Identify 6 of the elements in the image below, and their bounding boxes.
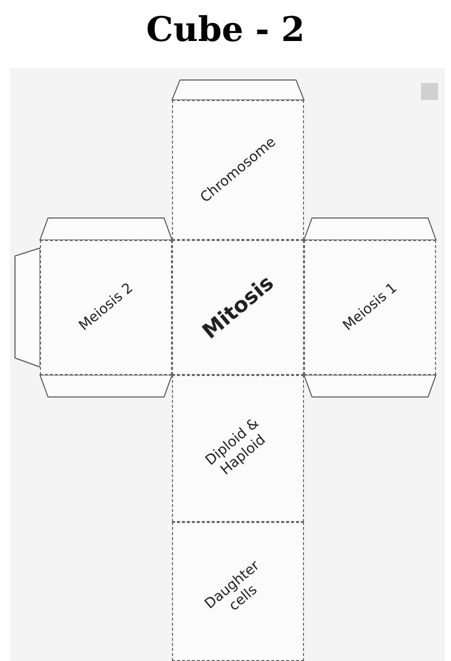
cube-face	[172, 240, 304, 375]
cube-face	[172, 375, 304, 522]
cube-face	[172, 522, 304, 661]
title: Cube - 2	[145, 10, 306, 50]
cube-face	[304, 240, 436, 375]
cube-face	[172, 100, 304, 240]
